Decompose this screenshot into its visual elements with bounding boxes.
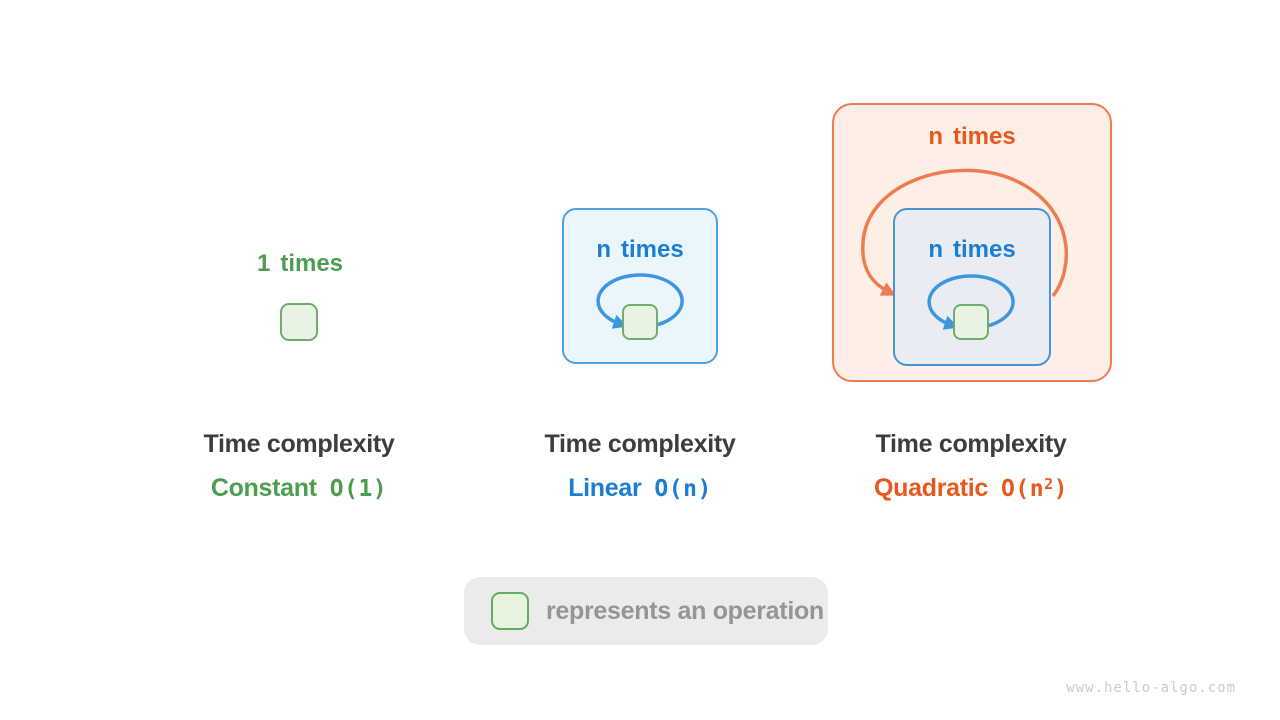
quadratic-outer-loop-arrow-icon (861, 168, 1069, 298)
constant-caption-title: Time complexity (203, 430, 395, 458)
linear-operation-box (622, 304, 658, 340)
constant-caption-complexity: Constant O(1) (149, 474, 449, 503)
linear-caption-title: Time complexity (544, 430, 736, 458)
quadratic-big-o-notation: O(n2) (1001, 475, 1068, 502)
watermark: www.hello-algo.com (1066, 680, 1236, 696)
linear-loop-arrow-icon (596, 273, 684, 329)
constant-loop-word: times (280, 250, 344, 277)
linear-loop-label: n times (562, 236, 718, 264)
quadratic-outer-loop-label: n times (832, 123, 1112, 151)
quadratic-inner-loop-label: n times (893, 236, 1051, 264)
quadratic-operation-box (953, 304, 989, 340)
linear-loop-word: times (620, 236, 684, 263)
constant-loop-count: 1 (256, 250, 271, 277)
legend-label: represents an operation (546, 596, 824, 625)
linear-loop-count: n (596, 236, 611, 263)
linear-big-o-notation: O(n) (654, 476, 712, 502)
operation-box-icon (491, 592, 529, 630)
constant-complexity-name: Constant (210, 474, 317, 502)
constant-operation-box (280, 303, 318, 341)
quadratic-outer-loop-word: times (952, 123, 1016, 150)
linear-caption-complexity: Linear O(n) (490, 474, 790, 503)
quadratic-inner-loop-word: times (952, 236, 1016, 263)
quadratic-inner-loop-count: n (928, 236, 943, 263)
quadratic-caption-complexity: Quadratic O(n2) (821, 474, 1121, 503)
quadratic-outer-loop-count: n (928, 123, 943, 150)
constant-big-o-notation: O(1) (329, 476, 388, 502)
linear-complexity-name: Linear (568, 474, 642, 502)
constant-loop-label: 1 times (200, 250, 400, 278)
legend: represents an operation (464, 577, 828, 645)
quadratic-inner-loop-arrow-icon (927, 274, 1015, 330)
quadratic-caption-title: Time complexity (875, 430, 1067, 458)
quadratic-complexity-name: Quadratic (874, 474, 989, 502)
